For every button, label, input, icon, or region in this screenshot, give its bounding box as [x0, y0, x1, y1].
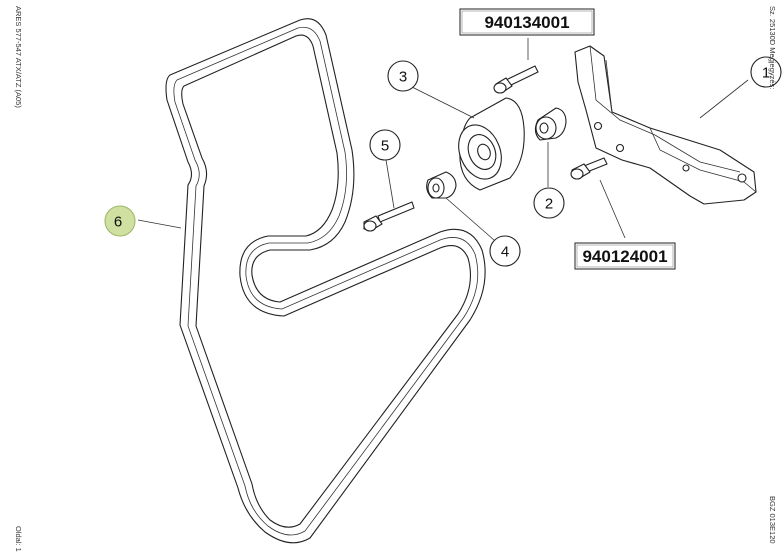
partno-top-label: 940134001	[484, 13, 569, 32]
callout-1[interactable]: 1	[750, 56, 782, 88]
leader-4	[445, 197, 495, 241]
callout-5-label: 5	[381, 138, 389, 155]
side-text-right-bottom: BGZ 013E120	[768, 496, 777, 544]
bolt-long[interactable]	[363, 159, 415, 232]
idler-pulley[interactable]	[403, 82, 525, 191]
side-text-left-top: ARES 577-547 ATX/ATZ (A05)	[14, 6, 23, 108]
callout-3-label: 3	[399, 69, 407, 86]
callout-6[interactable]: 6	[104, 205, 136, 237]
callout-3[interactable]: 3	[387, 60, 419, 92]
bolt-top[interactable]	[493, 38, 539, 94]
leader-1	[699, 79, 749, 119]
callout-4-label: 4	[501, 244, 509, 261]
callout-2-label: 2	[545, 196, 553, 213]
bolt-bottom[interactable]	[570, 157, 626, 239]
partno-box-top[interactable]: 940134001	[459, 8, 595, 36]
partno-box-bottom[interactable]: 940124001	[574, 242, 676, 270]
mounting-bracket[interactable]	[574, 45, 757, 205]
side-text-left-bottom: Oldal: 1	[14, 526, 23, 552]
leader-bottom-partno	[599, 179, 626, 239]
spacer-sleeve[interactable]	[534, 107, 567, 187]
leader-3	[403, 82, 475, 119]
callout-5[interactable]: 5	[369, 129, 401, 161]
drive-belt[interactable]	[137, 18, 486, 544]
leader-6	[137, 219, 182, 229]
callout-4[interactable]: 4	[489, 235, 521, 267]
callout-2[interactable]: 2	[533, 187, 565, 219]
leader-5	[385, 159, 395, 209]
side-text-right-top: Sz. 25130D Megjegyzés:	[768, 6, 777, 89]
callout-6-label: 6	[114, 214, 122, 231]
callout-1-label: 1	[762, 65, 770, 82]
partno-bottom-label: 940124001	[582, 247, 667, 266]
washer[interactable]	[426, 171, 495, 241]
